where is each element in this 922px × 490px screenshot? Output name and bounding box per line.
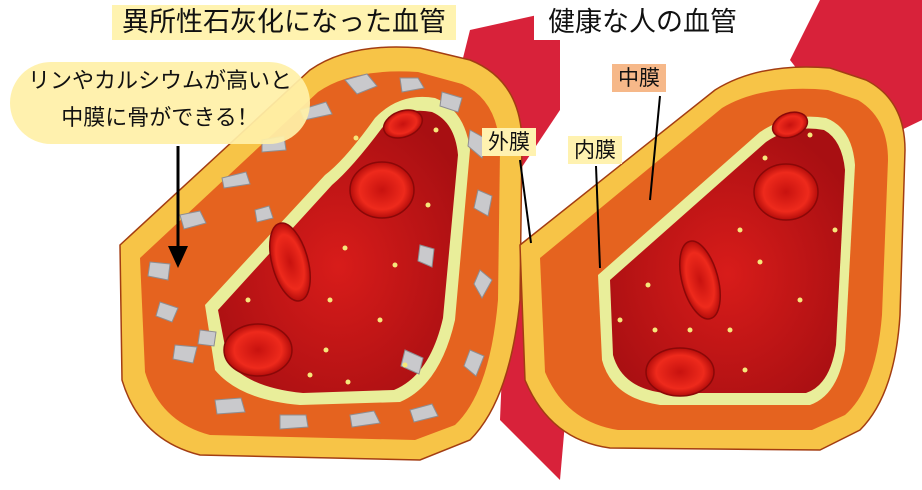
calcified-vessel-title: 異所性石灰化になった血管: [112, 5, 456, 40]
healthy-vessel: [520, 67, 905, 450]
callout-bubble: リンやカルシウムが高いと 中膜に骨ができる！: [10, 62, 310, 144]
callout-line-1: リンやカルシウムが高いと: [10, 69, 310, 94]
callout-line-2: 中膜に骨ができる！: [10, 106, 310, 131]
intima-label: 内膜: [568, 136, 622, 164]
adventitia-label: 外膜: [482, 128, 536, 156]
healthy-vessel-title: 健康な人の血管: [534, 5, 751, 40]
media-label: 中膜: [612, 64, 666, 92]
